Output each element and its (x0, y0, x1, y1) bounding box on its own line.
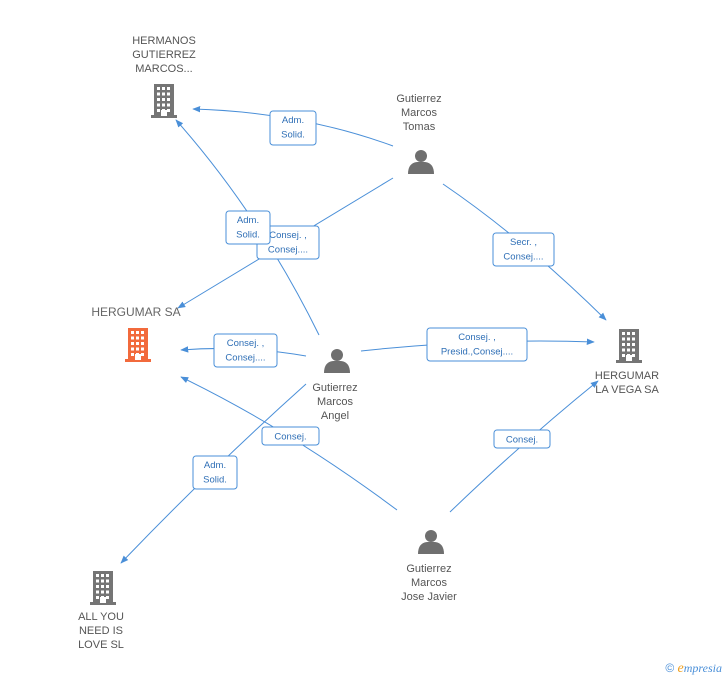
relation-text: Solid. (281, 130, 305, 141)
node-label: HERGUMAR SA (91, 305, 180, 319)
relation-text: Adm. (204, 460, 226, 471)
relation-box (493, 429, 551, 449)
node-label: MARCOS... (135, 63, 192, 75)
relation-labels-layer: Adm. Solid. Consej. , Consej.... Adm. Solid. S… (192, 110, 555, 490)
node-label: LA VEGA SA (595, 384, 659, 396)
node-hergumar-vega[interactable]: HERGUMAR LA VEGA SA (595, 329, 660, 396)
node-label: Marcos (317, 396, 354, 408)
copyright-symbol: © (665, 661, 675, 675)
person-icon (408, 150, 434, 174)
node-label: Gutierrez (312, 382, 357, 394)
brand-logo: © empresia (665, 661, 722, 677)
relation-text: Consej. (506, 435, 538, 446)
edges-layer (120, 106, 607, 564)
relation-text: Consej.... (225, 353, 265, 364)
relation-label-angel-hergumar_sa[interactable]: Consej. , Consej.... (213, 333, 278, 368)
node-label: GUTIERREZ (132, 49, 196, 61)
node-label: LOVE SL (78, 639, 124, 651)
relation-text: Consej. , (458, 332, 496, 343)
relation-box (261, 426, 320, 446)
relation-box (213, 333, 278, 368)
node-label: Gutierrez (406, 563, 451, 575)
person-icon (418, 530, 444, 554)
relation-box (492, 232, 555, 267)
relation-text: Solid. (236, 230, 260, 241)
relation-text: Consej.... (503, 252, 543, 263)
relation-box (426, 327, 528, 362)
nodes-layer: HERMANOS GUTIERREZ MARCOS... HERGUMAR SA HER… (78, 35, 659, 651)
node-hermanos[interactable]: HERMANOS GUTIERREZ MARCOS... (132, 35, 196, 118)
relation-box (192, 455, 238, 490)
relation-text: Presid.,Consej.... (441, 347, 513, 358)
relation-label-tomas-hergumar_vega[interactable]: Secr. , Consej.... (492, 232, 555, 267)
relation-text: Adm. (282, 115, 304, 126)
relation-text: Consej. , (227, 338, 265, 349)
node-label: HERGUMAR (595, 370, 659, 382)
relation-text: Consej.... (268, 245, 308, 256)
building-icon (616, 329, 642, 363)
relation-label-jose-hergumar_vega[interactable]: Consej. (493, 429, 551, 449)
building-icon (151, 84, 177, 118)
relation-text: Solid. (203, 475, 227, 486)
relation-box (269, 110, 317, 146)
building-icon (90, 571, 116, 605)
relation-text: Adm. (237, 215, 259, 226)
node-label: ALL YOU (78, 611, 124, 623)
relation-box (225, 210, 271, 245)
node-label: Marcos (401, 107, 438, 119)
relation-label-angel-hergumar_vega[interactable]: Consej. , Presid.,Consej.... (426, 327, 528, 362)
node-label: Gutierrez (396, 93, 441, 105)
relation-text: Secr. , (510, 237, 537, 248)
relation-label-angel-hermanos[interactable]: Adm. Solid. (225, 210, 271, 245)
relation-label-angel-all_you_need[interactable]: Adm. Solid. (192, 455, 238, 490)
node-label: NEED IS (79, 625, 123, 637)
brand-name: mpresia (683, 661, 722, 675)
relation-label-tomas-hermanos[interactable]: Adm. Solid. (269, 110, 317, 146)
node-label: Tomas (403, 121, 436, 133)
person-icon (324, 349, 350, 373)
building-icon (125, 328, 151, 362)
node-all-you-need[interactable]: ALL YOU NEED IS LOVE SL (78, 571, 124, 651)
node-hergumar-sa[interactable]: HERGUMAR SA (91, 305, 181, 362)
relation-label-jose-hergumar_sa[interactable]: Consej. (261, 426, 320, 446)
relation-text: Consej. (274, 432, 306, 443)
relation-text: Consej. , (269, 230, 307, 241)
node-label: Marcos (411, 577, 448, 589)
node-label: HERMANOS (132, 35, 196, 47)
node-label: Angel (321, 410, 349, 422)
node-label: Jose Javier (401, 591, 457, 603)
brand-initial: e (677, 661, 684, 676)
